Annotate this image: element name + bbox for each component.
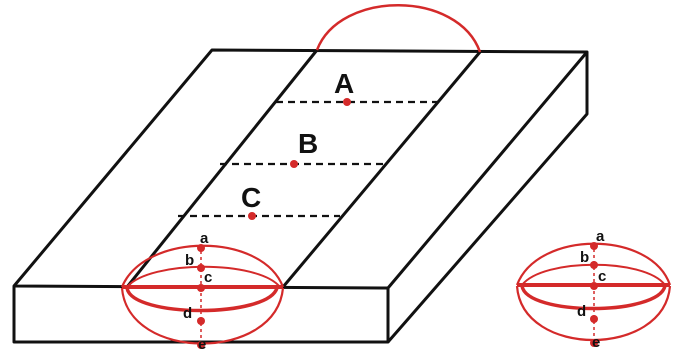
cs1-inner-penetration-arc	[125, 287, 279, 313]
point-B-dot	[290, 160, 298, 168]
cs2-point-d-label: d	[577, 303, 586, 320]
centerline-point-A: A	[334, 68, 354, 106]
point-A-dot	[343, 98, 351, 106]
centerline-point-B: B	[290, 128, 318, 168]
point-B-label: B	[298, 128, 318, 159]
weld-crown-arc	[315, 4, 482, 53]
cs2-point-b-label: b	[580, 249, 589, 266]
point-A-label: A	[334, 68, 354, 99]
cs1-point-e-dot	[197, 341, 205, 349]
cross-section-on-plate: a b c d e	[120, 230, 285, 353]
cs2-point-a-dot	[590, 242, 598, 250]
point-C-dot	[248, 212, 256, 220]
weld-bead-left-edge	[125, 49, 319, 288]
cs1-point-e-label: e	[198, 336, 206, 349]
cs1-point-a-dot	[197, 244, 205, 252]
cs1-point-c-dot	[197, 284, 205, 292]
plate-side-face	[386, 52, 589, 343]
cs1-point-c-label: c	[204, 269, 212, 286]
plate-block	[12, 48, 589, 344]
cs1-point-b-dot	[197, 264, 205, 272]
cs2-point-c-dot	[590, 282, 598, 290]
centerline-point-C: C	[241, 182, 261, 220]
cs2-point-e-label: e	[592, 334, 600, 349]
cs1-point-a-label: a	[200, 230, 209, 247]
cs1-point-d-label: d	[183, 305, 192, 322]
weld-bead-right-edge	[281, 51, 482, 288]
cs2-point-d-dot	[590, 315, 598, 323]
cs1-point-d-dot	[197, 317, 205, 325]
cs2-outer-penetration-arc	[515, 285, 672, 341]
cs2-point-b-dot	[590, 261, 598, 269]
cross-section-detail: a b c d e	[515, 228, 672, 351]
cs2-point-c-label: c	[598, 268, 606, 285]
cs2-point-e-dot	[590, 339, 598, 347]
weld-bead-edges	[125, 49, 482, 288]
cs1-point-b-label: b	[185, 252, 194, 269]
cs2-point-a-label: a	[596, 228, 605, 245]
section-lines	[178, 100, 440, 218]
plate-top-face	[12, 48, 589, 290]
point-C-label: C	[241, 182, 261, 213]
cs2-inner-penetration-arc	[520, 285, 667, 311]
